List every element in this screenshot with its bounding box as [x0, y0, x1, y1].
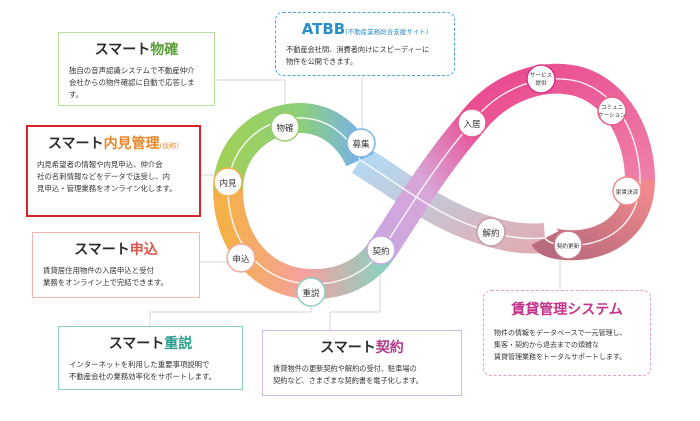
moushikomi-desc: 賃貸居住用物件の入居申込と受付 業務をオンライン上で完結できます。 [43, 266, 168, 287]
node-jusetsu-label: 重説 [302, 288, 320, 299]
node-koshin-label: 契約更新 [557, 242, 580, 250]
jusetsu-box[interactable]: スマート重説 インターネットを利用した重要事項説明で 不動産会社の業務効率化をサ… [58, 326, 243, 390]
atbb-desc: 不動産会社間、消費者向けにスピーディーに 物件を公開できます。 [286, 45, 430, 66]
node-bukkaku[interactable]: 物確 [270, 112, 300, 142]
node-keiyaku-label: 契約 [372, 246, 389, 257]
node-communication[interactable]: コミュニ ケーション [597, 96, 627, 126]
node-yachin-label: 家賃決済 [616, 188, 639, 196]
bukkaku-title: スマート物確 [69, 39, 204, 59]
keiyaku-desc: 賃貸物件の更新契約や解約の受付、駐車場の 契約など、さまざまな契約書を電子化しま… [273, 364, 423, 385]
kanri-desc: 物件の情報をデータベースで一元管理し、 集客・契約から退去までの煩雑な 賃貸管理… [494, 329, 627, 361]
node-jusetsu[interactable]: 重説 [296, 277, 326, 307]
bukkaku-title-accent: 物確 [150, 42, 179, 58]
node-kaiyaku-label: 解約 [482, 228, 499, 239]
naiken-title: スマート内見管理(仮称) [37, 133, 190, 153]
jusetsu-title-prefix: スマート [108, 336, 165, 352]
node-bukkaku-label: 物確 [276, 123, 294, 134]
keiyaku-title-prefix: スマート [320, 340, 376, 356]
keiyaku-title-accent: 契約 [375, 340, 404, 356]
node-moushikomi[interactable]: 申込 [226, 243, 256, 273]
keiyaku-title: スマート契約 [273, 337, 451, 357]
node-keiyaku[interactable]: 契約 [366, 235, 396, 265]
keiyaku-box[interactable]: スマート契約 賃貸物件の更新契約や解約の受付、駐車場の 契約など、さまざまな契約… [262, 330, 462, 396]
jusetsu-title: スマート重説 [69, 333, 232, 353]
node-kaiyaku[interactable]: 解約 [476, 217, 506, 247]
atbb-title: ATBB(不動産業務総合支援サイト) [286, 19, 444, 38]
bukkaku-box[interactable]: スマート物確 独自の音声認識システムで不動産仲介 会社からの物件確認に自動で応答… [58, 32, 215, 106]
node-nyukyo[interactable]: 入居 [457, 108, 487, 138]
node-naiken[interactable]: 内見 [213, 167, 243, 197]
node-service-label-1: サービス [530, 71, 553, 79]
bukkaku-title-prefix: スマート [94, 42, 151, 58]
loop-nodes: 物確 募集 内見 申込 重説 契約 入居 サービス 提供 [213, 64, 642, 307]
node-comm-label-2: ケーション [598, 112, 626, 119]
node-moushikomi-label: 申込 [232, 254, 250, 265]
atbb-box[interactable]: ATBB(不動産業務総合支援サイト) 不動産会社間、消費者向けにスピーディーに … [275, 12, 455, 76]
node-service[interactable]: サービス 提供 [526, 64, 556, 94]
jusetsu-desc: インターネットを利用した重要事項説明で 不動産会社の業務効率化をサポートします。 [69, 360, 217, 381]
node-koshin[interactable]: 契約更新 [553, 230, 583, 260]
moushikomi-title: スマート申込 [43, 239, 189, 259]
bukkaku-desc: 独自の音声認識システムで不動産仲介 会社からの物件確認に自動で応答します。 [69, 66, 195, 99]
naiken-title-prefix: スマート [47, 136, 104, 152]
node-boshu[interactable]: 募集 [346, 128, 376, 158]
naiken-desc: 内見希望者の情報や内見申込、仲介会 社の名刺情報などをデータで送受し、内 見申込… [37, 160, 177, 193]
moushikomi-title-accent: 申込 [129, 242, 158, 258]
naiken-title-accent: 内見管理 [103, 136, 160, 152]
node-service-label-2: 提供 [535, 79, 547, 87]
node-comm-label-1: コミュニ [601, 104, 623, 111]
node-boshu-label: 募集 [352, 139, 370, 150]
atbb-title-sub: (不動産業務総合支援サイト) [345, 28, 429, 36]
node-naiken-label: 内見 [219, 178, 237, 189]
naiken-box[interactable]: スマート内見管理(仮称) 内見希望者の情報や内見申込、仲介会 社の名刺情報などを… [26, 125, 201, 217]
kanri-box[interactable]: 賃貸管理システム 物件の情報をデータベースで一元管理し、 集客・契約から退去まで… [483, 290, 651, 376]
node-yachin[interactable]: 家賃決済 [612, 176, 642, 206]
naiken-title-suffix: (仮称) [159, 142, 180, 150]
atbb-title-main: ATBB [301, 20, 346, 38]
jusetsu-title-accent: 重説 [164, 336, 193, 352]
node-nyukyo-label: 入居 [463, 120, 480, 130]
moushikomi-title-prefix: スマート [74, 242, 130, 258]
moushikomi-box[interactable]: スマート申込 賃貸居住用物件の入居申込と受付 業務をオンライン上で完結できます。 [32, 232, 200, 298]
kanri-title: 賃貸管理システム [511, 302, 623, 318]
